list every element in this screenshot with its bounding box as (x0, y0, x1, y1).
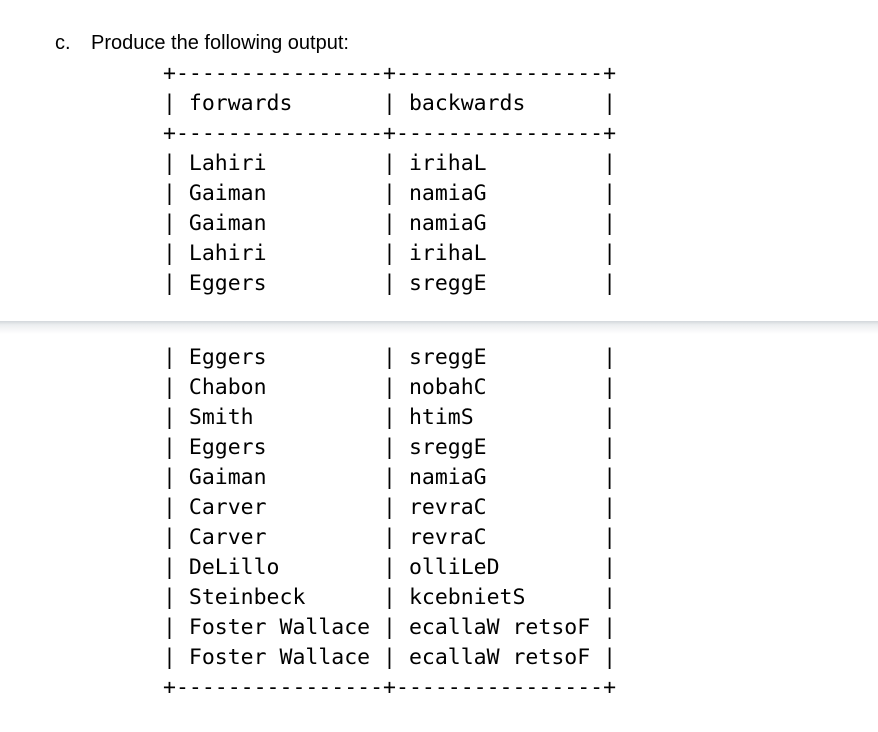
exercise-prompt: Produce the following output: (91, 32, 349, 54)
ascii-output-table-first-page: +----------------+----------------+ | fo… (163, 61, 617, 296)
exercise-list-marker: c. (55, 32, 71, 54)
ascii-output-table-second-page: | Eggers | sreggE | | Chabon | nobahC | … (163, 345, 617, 700)
page-break-divider (0, 321, 878, 334)
